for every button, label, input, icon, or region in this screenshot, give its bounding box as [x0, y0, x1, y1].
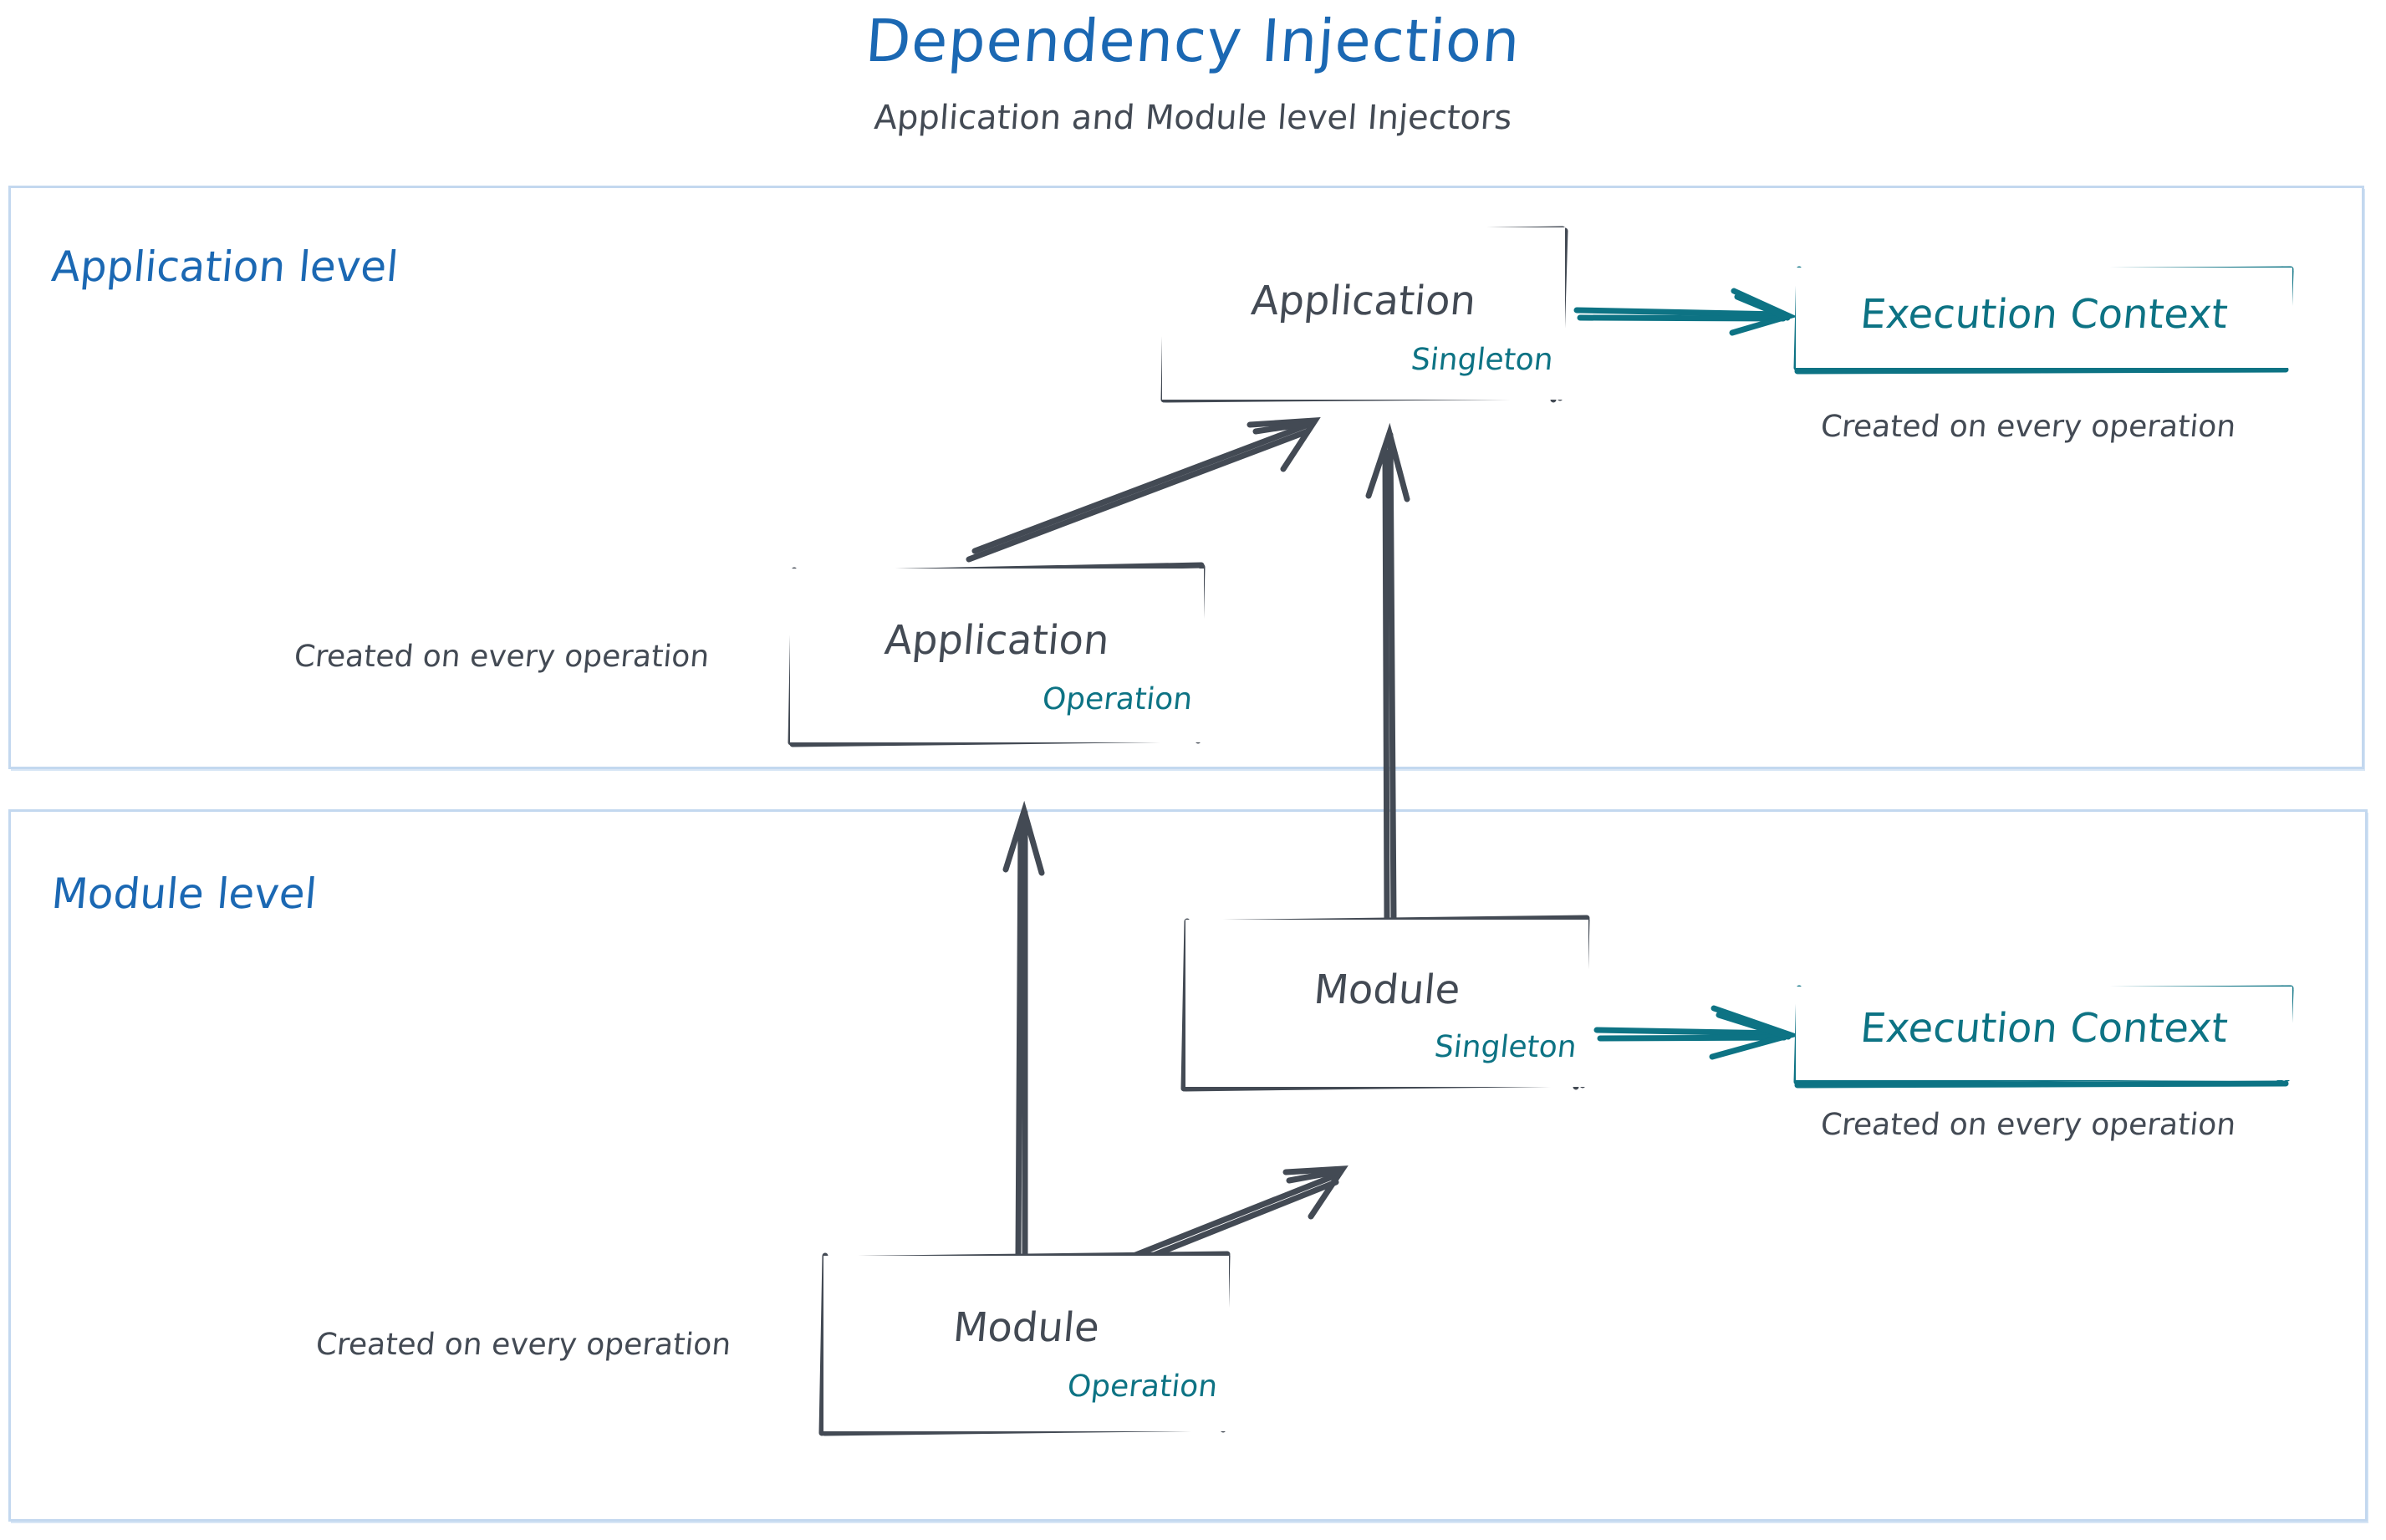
- application-operation-node[interactable]: Application Operation: [790, 569, 1204, 742]
- application-singleton-scope: Singleton: [1410, 343, 1556, 377]
- module-execution-context-caption: Created on every operation: [1819, 1108, 2237, 1142]
- module-singleton-node[interactable]: Module Singleton: [1185, 920, 1588, 1087]
- module-singleton-scope: Singleton: [1433, 1030, 1579, 1064]
- application-operation-caption: Created on every operation: [293, 640, 711, 674]
- module-level-label: Module level: [49, 869, 319, 918]
- application-execution-context-caption: Created on every operation: [1819, 410, 2237, 444]
- application-singleton-node[interactable]: Application Singleton: [1162, 227, 1565, 400]
- application-singleton-title: Application: [1249, 278, 1478, 324]
- page-title: Dependency Injection: [863, 7, 1523, 75]
- application-level-container: [8, 186, 2364, 769]
- module-singleton-title: Module: [1312, 966, 1462, 1013]
- page-subtitle: Application and Module level Injectors: [873, 99, 1513, 137]
- module-execution-context-title: Execution Context: [1858, 1005, 2230, 1052]
- application-execution-context-node[interactable]: Execution Context: [1796, 268, 2292, 368]
- module-operation-title: Module: [951, 1304, 1102, 1351]
- application-level-label: Application level: [49, 242, 400, 291]
- module-execution-context-node[interactable]: Execution Context: [1796, 987, 2292, 1080]
- module-operation-scope: Operation: [1065, 1369, 1220, 1404]
- application-operation-title: Application: [882, 617, 1112, 664]
- module-operation-node[interactable]: Module Operation: [823, 1256, 1229, 1431]
- application-execution-context-title: Execution Context: [1858, 291, 2230, 338]
- application-operation-scope: Operation: [1040, 682, 1195, 716]
- module-level-container: [8, 809, 2368, 1522]
- module-operation-caption: Created on every operation: [314, 1328, 732, 1362]
